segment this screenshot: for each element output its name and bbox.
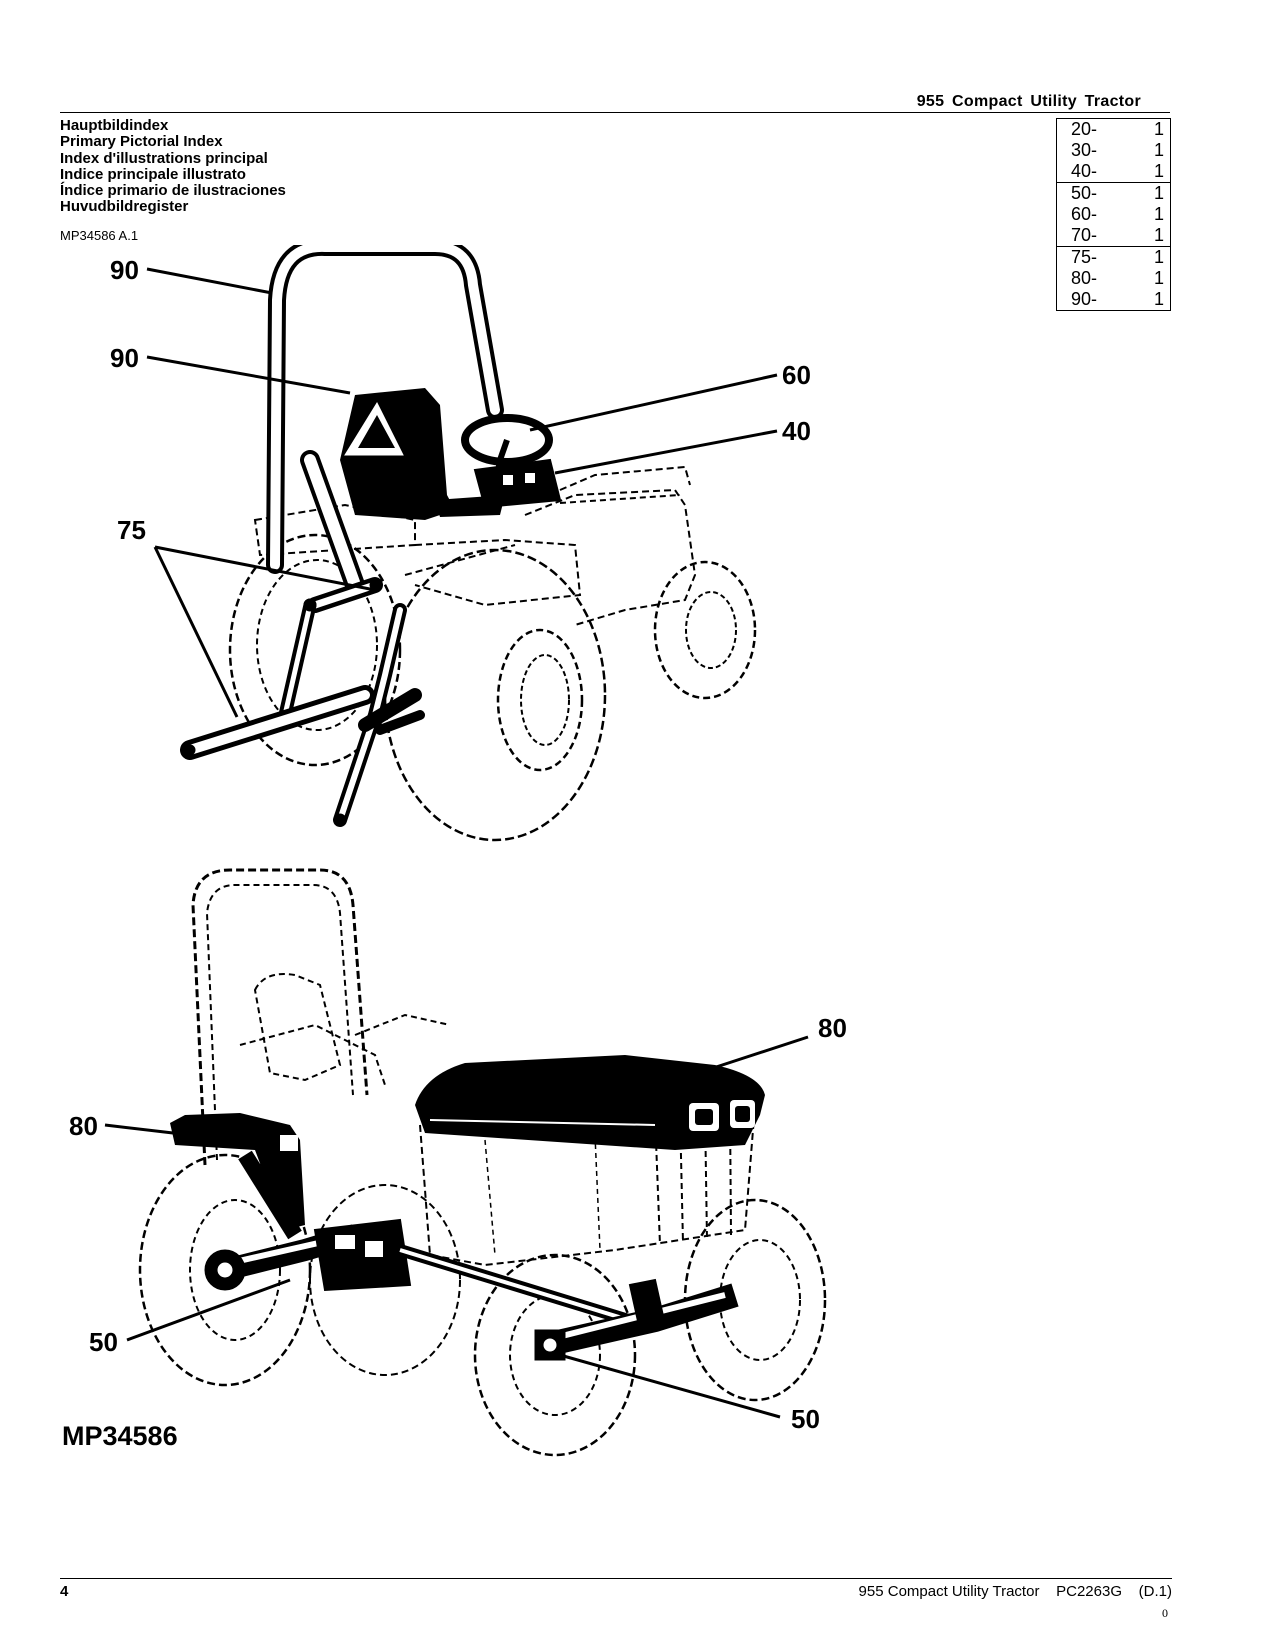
- rops-frame: [266, 245, 504, 595]
- callout-label: 50: [89, 1327, 118, 1357]
- section-index-table: 20- 1 30- 1 40- 1 50- 1 60- 1 70- 1 75- 1 80- 1 …: [1056, 118, 1171, 311]
- callout-label: 60: [782, 360, 811, 390]
- figure-id-label: MP34586: [62, 1421, 178, 1451]
- callout-label: 50: [791, 1404, 820, 1434]
- index-row[interactable]: 75- 1: [1057, 247, 1170, 268]
- title-italian: Indice principale illustrato: [60, 165, 246, 183]
- page-header-title: 955 Compact Utility Tractor: [916, 93, 1141, 110]
- callout-label: 75: [117, 515, 146, 545]
- index-page: 1: [1153, 161, 1164, 181]
- index-group: 50- 1 60- 1 70- 1: [1057, 183, 1170, 247]
- index-section: 70-: [1071, 225, 1098, 245]
- title-german: Hauptbildindex: [60, 117, 169, 134]
- top-tractor-drawing: [228, 465, 757, 842]
- index-page: 1: [1153, 268, 1164, 288]
- seat: [340, 388, 505, 520]
- figure-reference: MP34586 A.1: [60, 228, 139, 243]
- index-section: 50-: [1071, 183, 1098, 203]
- rear-fender: [170, 1113, 305, 1240]
- title-french: Index d'illustrations principal: [60, 149, 268, 167]
- index-page: 1: [1153, 204, 1164, 224]
- index-page: 1: [1153, 140, 1164, 160]
- index-section: 90-: [1071, 289, 1098, 309]
- index-group: 20- 1 30- 1 40- 1: [1057, 119, 1170, 183]
- header-rule: [60, 112, 1170, 113]
- callout-label: 80: [818, 1013, 847, 1043]
- index-page: 1: [1153, 225, 1164, 245]
- tractor-illustration: 90 90 60 40 75: [62, 245, 847, 1457]
- title-swedish: Huvudbildregister: [60, 198, 189, 216]
- index-row[interactable]: 30- 1: [1057, 140, 1170, 161]
- index-row[interactable]: 50- 1: [1057, 183, 1170, 204]
- index-section: 60-: [1071, 204, 1098, 224]
- index-row[interactable]: 20- 1: [1057, 119, 1170, 140]
- index-row[interactable]: 70- 1: [1057, 225, 1170, 246]
- index-row[interactable]: 60- 1: [1057, 204, 1170, 225]
- footer-document-info: 955 Compact Utility Tractor PC2263G (D.1…: [858, 1583, 1172, 1600]
- callout-label: 90: [110, 343, 139, 373]
- callout-label: 40: [782, 416, 811, 446]
- index-page: 1: [1153, 247, 1164, 267]
- index-row[interactable]: 80- 1: [1057, 268, 1170, 289]
- footer-mark: 0: [1162, 1606, 1168, 1620]
- title-spanish: Índice primario de ilustraciones: [60, 182, 286, 200]
- top-callout-leaders: [146, 267, 778, 718]
- callout-label: 90: [110, 255, 139, 285]
- index-page: 1: [1153, 183, 1164, 203]
- index-section: 30-: [1071, 140, 1098, 160]
- bottom-callout-leaders: [104, 1035, 809, 1419]
- steering-wheel: [461, 414, 562, 509]
- title-english: Primary Pictorial Index: [60, 133, 223, 151]
- index-page: 1: [1153, 289, 1164, 309]
- index-row[interactable]: 90- 1: [1057, 289, 1170, 310]
- index-row[interactable]: 40- 1: [1057, 161, 1170, 182]
- bottom-callout-labels: 80 80 50 50: [69, 1013, 847, 1434]
- top-callout-labels: 90 90 60 40 75: [110, 255, 811, 545]
- index-section: 20-: [1071, 119, 1098, 139]
- index-section: 80-: [1071, 268, 1098, 288]
- index-page: 1: [1153, 119, 1164, 139]
- footer-rule: [60, 1578, 1172, 1579]
- index-group: 75- 1 80- 1 90- 1: [1057, 247, 1170, 310]
- page-number: 4: [60, 1583, 69, 1600]
- hood: [415, 1055, 765, 1150]
- index-titles: Hauptbildindex Primary Pictorial Index I…: [60, 117, 286, 216]
- axles: [204, 1218, 739, 1361]
- three-point-hitch: [180, 577, 425, 827]
- index-section: 75-: [1071, 247, 1098, 267]
- index-section: 40-: [1071, 161, 1098, 181]
- callout-label: 80: [69, 1111, 98, 1141]
